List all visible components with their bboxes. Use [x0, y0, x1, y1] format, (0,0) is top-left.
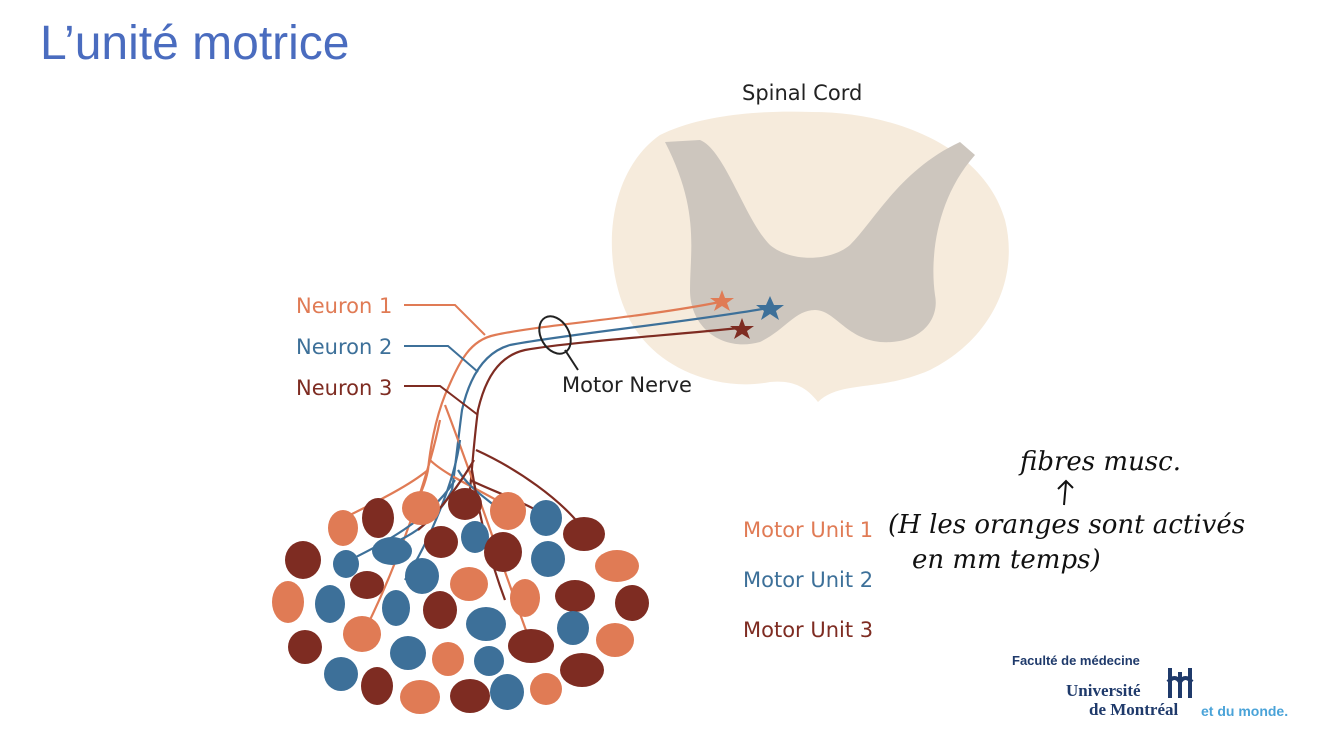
motor-nerve-label: Motor Nerve — [562, 373, 692, 397]
muscle-fibres — [272, 488, 649, 714]
slide-title: L’unité motrice — [40, 17, 350, 70]
neuron-3-label: Neuron 3 — [296, 376, 392, 400]
muscle-fibre — [362, 498, 394, 538]
muscle-fibre — [508, 629, 554, 663]
motor-unit-3-label: Motor Unit 3 — [743, 618, 873, 642]
muscle-fibre — [450, 567, 488, 601]
muscle-fibre — [382, 590, 410, 626]
neuron-1-branches — [349, 404, 537, 656]
neuron-2-star — [756, 296, 784, 320]
motor-nerve-ring — [538, 315, 572, 355]
muscle-fibre — [405, 558, 439, 594]
muscle-fibre — [563, 517, 605, 551]
muscle-fibre — [350, 571, 384, 599]
muscle-fibre — [333, 550, 359, 578]
muscle-fibre — [461, 521, 489, 553]
muscle-fibre — [450, 679, 490, 713]
muscle-fibre — [615, 585, 649, 621]
muscle-fibre — [372, 537, 412, 565]
neuron-3-star — [730, 318, 754, 339]
muscle-fibre — [595, 550, 639, 582]
neuron-2-leader — [404, 345, 479, 373]
neuron-1-fibre — [426, 300, 721, 471]
logo-tagline: et du monde. — [1201, 703, 1289, 719]
muscle-fibre — [557, 611, 589, 645]
muscle-fibre — [530, 500, 562, 536]
spinal-cord-gray-matter — [665, 140, 975, 345]
muscle-fibre — [343, 616, 381, 652]
neuron-1-label: Neuron 1 — [296, 294, 392, 318]
motor-unit-2-label: Motor Unit 2 — [743, 568, 873, 592]
logo-montreal: de Montréal — [1089, 700, 1179, 719]
muscle-fibre — [560, 653, 604, 687]
muscle-fibre — [490, 492, 526, 530]
muscle-fibre — [390, 636, 426, 670]
muscle-fibre — [424, 526, 458, 558]
muscle-fibre — [402, 491, 440, 525]
handwritten-arrow — [1057, 479, 1074, 506]
neuron-1-star — [710, 290, 734, 311]
motor-unit-1-label: Motor Unit 1 — [743, 518, 873, 542]
muscle-fibre — [400, 680, 440, 714]
muscle-fibre — [596, 623, 634, 657]
neuron-3-leader — [404, 385, 479, 416]
muscle-fibre — [484, 532, 522, 572]
neuron-labels: Neuron 1 Neuron 2 Neuron 3 — [296, 294, 486, 416]
muscle-fibre — [555, 580, 595, 612]
muscle-fibre — [324, 657, 358, 691]
neuron-3-fibre — [468, 326, 741, 491]
muscle-fibre — [490, 674, 524, 710]
muscle-fibre — [510, 579, 540, 617]
muscle-fibre — [272, 581, 304, 623]
logo-university: Université — [1066, 681, 1141, 700]
logo-faculty: Faculté de médecine — [1012, 653, 1140, 668]
handwritten-note-line2: en mm temps) — [912, 545, 1101, 575]
handwritten-note-line1: (H les oranges sont activés — [888, 510, 1245, 540]
muscle-fibre — [288, 630, 322, 664]
muscle-fibre — [530, 673, 562, 705]
muscle-fibre — [531, 541, 565, 577]
muscle-fibre — [432, 642, 464, 676]
muscle-fibre — [315, 585, 345, 623]
university-logo-icon — [1166, 668, 1194, 698]
muscle-fibre — [474, 646, 504, 676]
muscle-fibre — [448, 488, 482, 520]
muscle-fibre — [361, 667, 393, 705]
muscle-fibre — [328, 510, 358, 546]
muscle-fibre — [423, 591, 457, 629]
muscle-fibre — [285, 541, 321, 579]
handwritten-note-top: fibres musc. — [1018, 447, 1181, 477]
spinal-cord-label: Spinal Cord — [742, 81, 862, 105]
muscle-fibre — [466, 607, 506, 641]
neuron-1-leader — [404, 304, 486, 336]
motor-nerve-pointer — [564, 349, 579, 371]
spinal-cord — [611, 111, 1009, 402]
neuron-2-label: Neuron 2 — [296, 335, 392, 359]
